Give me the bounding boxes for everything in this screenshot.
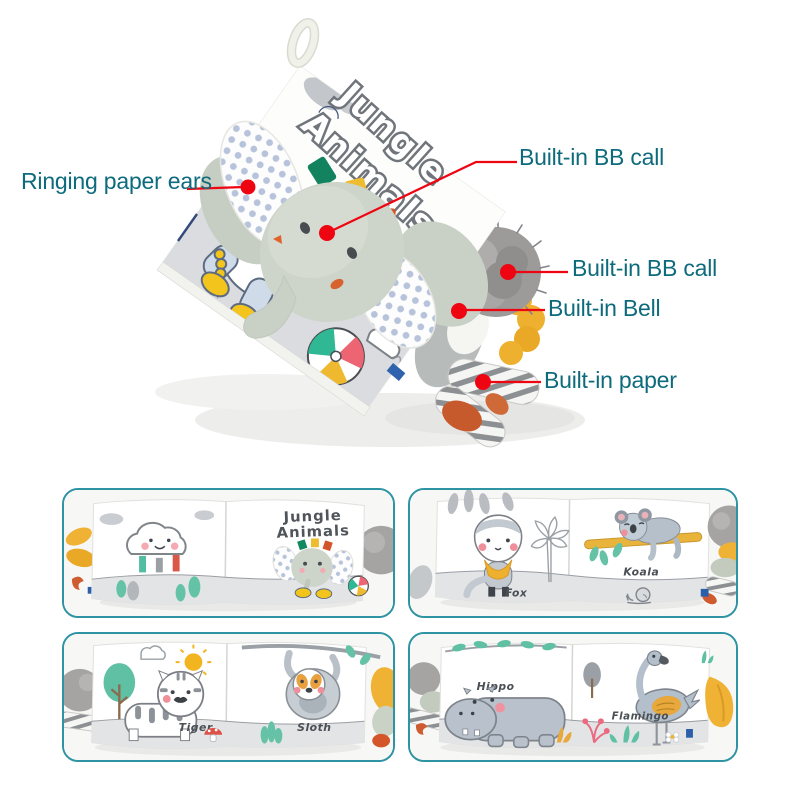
ribbon-teal bbox=[139, 555, 147, 573]
elephant-plush bbox=[199, 120, 489, 349]
leaf-tag-yellow bbox=[370, 667, 393, 714]
brand-tag bbox=[700, 588, 709, 597]
callout-line-bb-top bbox=[326, 160, 517, 234]
koala-label: Koala bbox=[623, 565, 659, 578]
callout-label-ringing-paper-ears: Ringing paper ears bbox=[21, 168, 212, 194]
flamingo-illustration bbox=[635, 650, 701, 746]
teal-tree bbox=[103, 663, 136, 702]
callout-dot-ears bbox=[240, 179, 256, 195]
thumbnail-cover-spread: Jungle Animals bbox=[62, 488, 395, 618]
svg-text:Animals: Animals bbox=[276, 522, 350, 541]
page-edges bbox=[156, 261, 371, 417]
callout-label-built-in-bb-call-right: Built-in BB call bbox=[572, 255, 718, 281]
ribbon-red bbox=[172, 554, 180, 572]
mushroom bbox=[204, 728, 223, 743]
white-flower bbox=[665, 731, 680, 743]
hippo-label: Hippo bbox=[477, 680, 515, 693]
thumb-beach-ball bbox=[347, 575, 369, 597]
fox-illustration bbox=[463, 514, 523, 599]
orange-curl-tag bbox=[71, 576, 84, 590]
hippo-flamingo-art: Hippo bbox=[410, 634, 736, 760]
vine bbox=[445, 640, 567, 653]
callout-label-built-in-paper: Built-in paper bbox=[544, 367, 677, 393]
fox-label: Fox bbox=[505, 587, 528, 600]
thumbnail-fox-koala-spread: Fox bbox=[408, 488, 738, 618]
tag-green bbox=[307, 156, 337, 188]
orange-feet bbox=[442, 393, 509, 432]
brand-tag bbox=[386, 363, 406, 381]
cover-spread-art: Jungle Animals bbox=[64, 490, 393, 616]
thumb-elephant bbox=[272, 538, 354, 600]
tiger-sloth-art: Tiger bbox=[64, 634, 393, 760]
callout-dot-bell bbox=[451, 303, 467, 319]
navy-piping bbox=[177, 213, 198, 242]
elephant-trunk bbox=[243, 274, 297, 339]
sloth-illustration bbox=[241, 644, 381, 721]
ribbon-gray bbox=[155, 557, 163, 573]
flamingo-label: Flamingo bbox=[612, 711, 669, 722]
yellow-grass bbox=[556, 727, 572, 743]
callout-label-built-in-bell: Built-in Bell bbox=[548, 295, 661, 321]
tiger-label: Tiger bbox=[179, 721, 213, 734]
gray-tree bbox=[583, 662, 601, 688]
svg-text:Jungle: Jungle bbox=[282, 507, 342, 526]
pink-coral-plant bbox=[582, 718, 610, 744]
hippo-illustration bbox=[444, 685, 566, 749]
leaf-tag-yellow bbox=[65, 527, 92, 546]
callout-lines bbox=[186, 160, 568, 384]
elephant-face bbox=[273, 222, 358, 290]
koala-illustration bbox=[584, 508, 703, 566]
plants bbox=[116, 576, 201, 602]
callout-dot-bb-top bbox=[319, 225, 335, 241]
callout-dot-bb-right bbox=[500, 264, 516, 280]
cloud-character bbox=[99, 510, 215, 573]
thumb-cover-title: Jungle Animals bbox=[276, 507, 350, 542]
snail-illustration bbox=[625, 587, 651, 605]
teal-plant bbox=[609, 725, 640, 743]
sloth-label: Sloth bbox=[297, 721, 331, 734]
callout-line-ears bbox=[186, 185, 245, 191]
main-product-photo: Jungle Animals bbox=[155, 18, 585, 448]
plants bbox=[260, 721, 283, 744]
striped-leg bbox=[705, 576, 736, 597]
fox-koala-art: Fox bbox=[410, 490, 736, 616]
callout-dot-paper bbox=[475, 374, 491, 390]
callout-dots bbox=[240, 179, 516, 390]
printed-beach-ball bbox=[306, 327, 365, 386]
leaf-tag-yellow bbox=[705, 676, 734, 728]
callout-label-built-in-bb-call-top: Built-in BB call bbox=[519, 144, 665, 170]
thumbnail-hippo-flamingo-spread: Hippo bbox=[408, 632, 738, 762]
tiger-illustration bbox=[124, 669, 205, 742]
corner-leaves bbox=[447, 490, 514, 515]
furry-tail-pompom bbox=[410, 662, 441, 696]
brand-tag bbox=[686, 728, 693, 738]
palm-tree bbox=[530, 516, 570, 583]
thumbnail-tiger-sloth-spread: Tiger bbox=[62, 632, 395, 762]
